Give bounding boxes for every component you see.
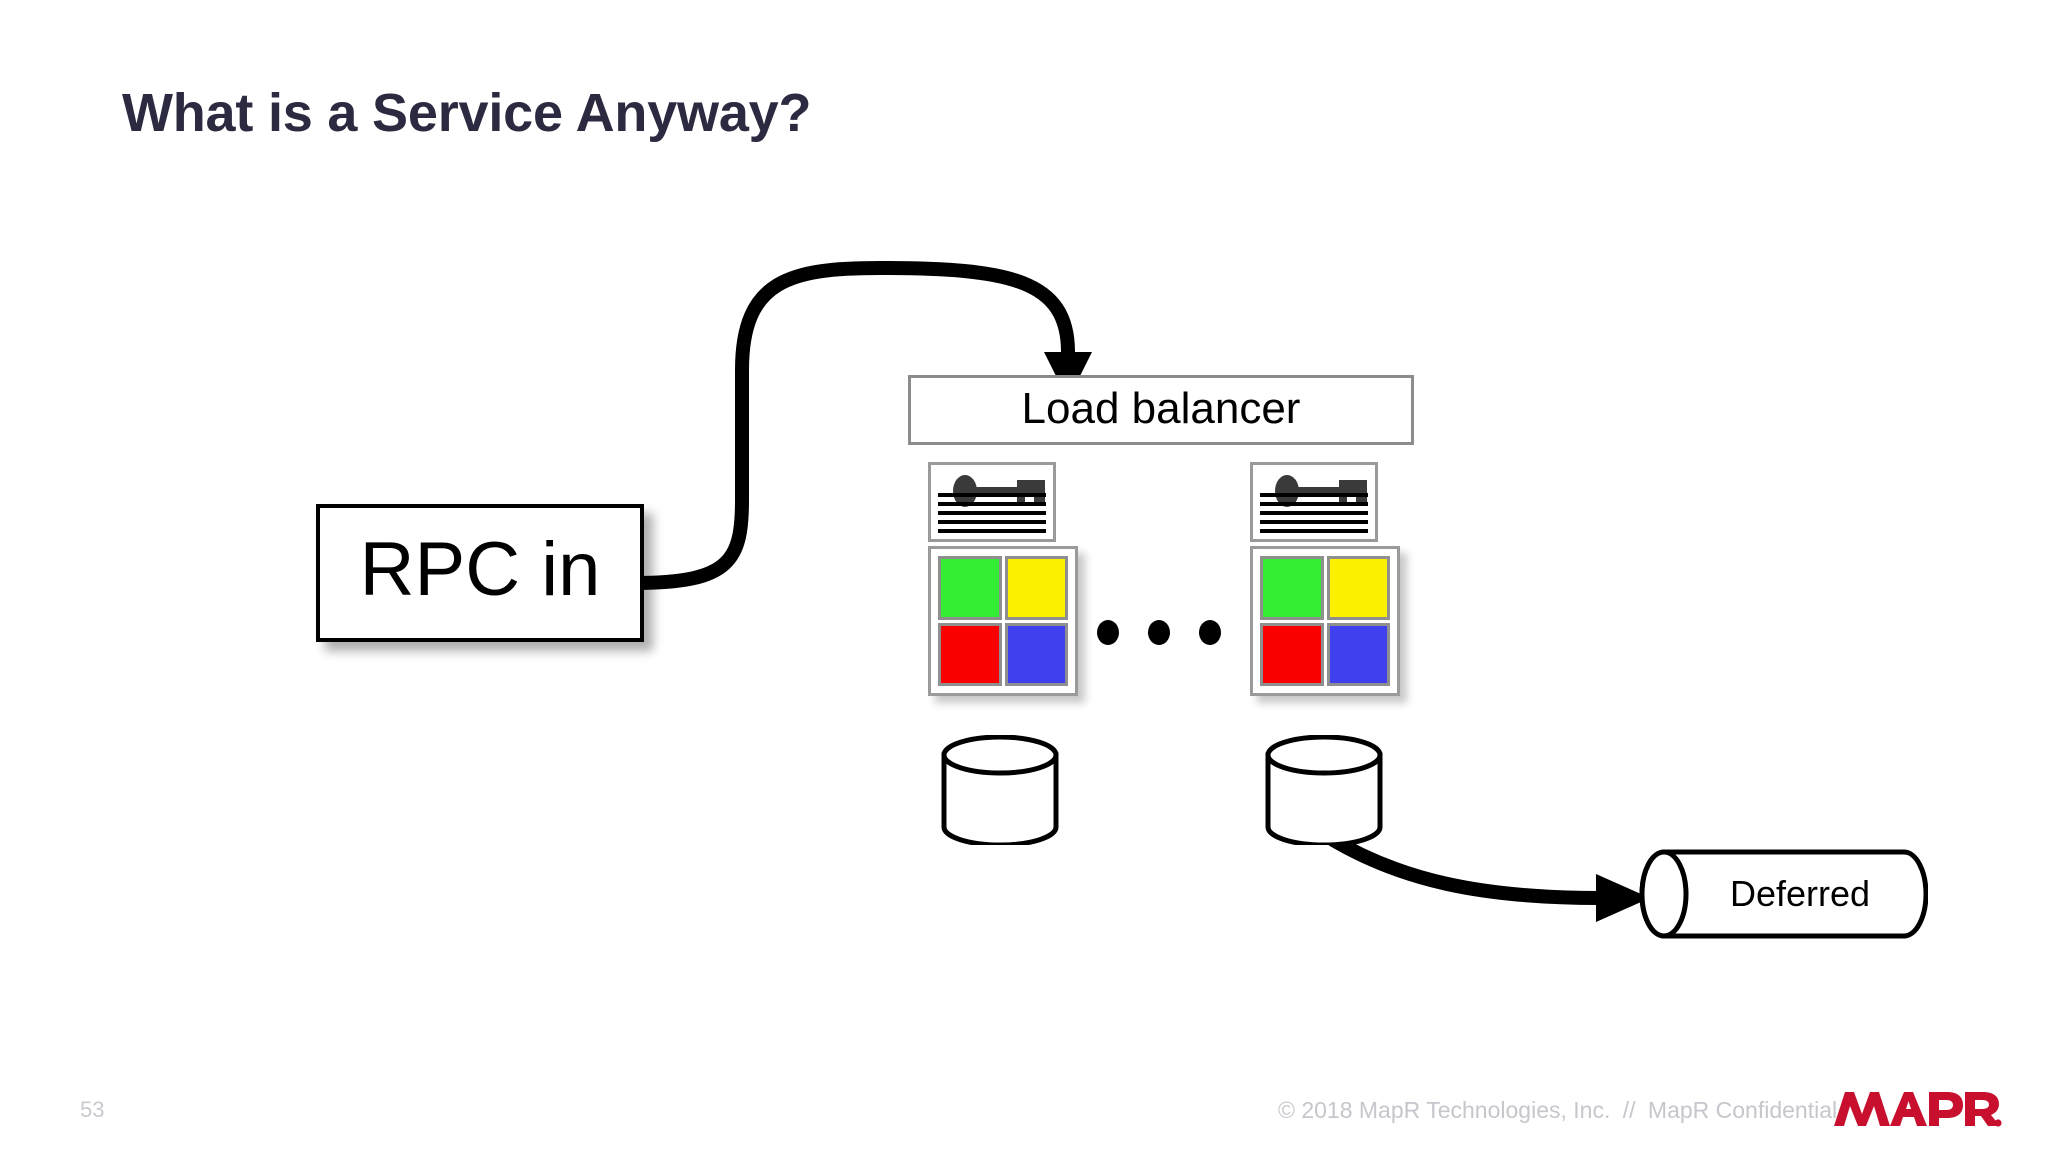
deferred-label: Deferred xyxy=(1729,873,1871,914)
key-document-icon xyxy=(1250,462,1378,542)
ellipsis-dot xyxy=(1199,620,1221,645)
key-document-icon xyxy=(928,462,1056,542)
tile-blue xyxy=(1326,622,1390,686)
database-cylinder-1 xyxy=(938,734,1062,848)
footer-separator: // xyxy=(1622,1097,1636,1123)
service-node-2 xyxy=(1250,462,1400,696)
load-balancer-label: Load balancer xyxy=(1021,383,1301,433)
database-cylinder-2 xyxy=(1262,734,1386,848)
page-number: 53 xyxy=(80,1097,105,1122)
ellipsis-dot xyxy=(1097,620,1119,645)
service-node-1 xyxy=(928,462,1078,696)
footer-confidential: MapR Confidential xyxy=(1647,1097,1838,1123)
load-balancer-box: Load balancer xyxy=(908,375,1414,445)
tile-yellow xyxy=(1004,556,1068,620)
mapr-logo xyxy=(1834,1092,2002,1127)
ellipsis-dot xyxy=(1148,620,1170,645)
tile-green xyxy=(938,556,1002,620)
tile-red xyxy=(938,622,1002,686)
node-2-tile-grid xyxy=(1250,546,1400,696)
page-title: What is a Service Anyway? xyxy=(122,83,812,143)
tile-blue xyxy=(1004,622,1068,686)
footer-text: © 2018 MapR Technologies, Inc. // MapR C… xyxy=(1278,1097,1837,1124)
footer-copyright: © 2018 MapR Technologies, Inc. xyxy=(1278,1097,1611,1123)
tile-red xyxy=(1260,622,1324,686)
document-lines xyxy=(1260,493,1368,533)
key-shaft-shape xyxy=(973,487,1025,494)
node-1-tile-grid xyxy=(928,546,1078,696)
deferred-queue: Deferred xyxy=(1638,848,1928,940)
tile-green xyxy=(1260,556,1324,620)
database-to-deferred-arrow xyxy=(1323,831,1650,922)
tile-yellow xyxy=(1326,556,1390,620)
ellipsis-dots xyxy=(1097,620,1221,645)
rpc-in-label: RPC in xyxy=(359,527,601,612)
key-shaft-shape xyxy=(1295,487,1347,494)
rpc-in-box: RPC in xyxy=(316,504,644,642)
document-lines xyxy=(938,493,1046,533)
